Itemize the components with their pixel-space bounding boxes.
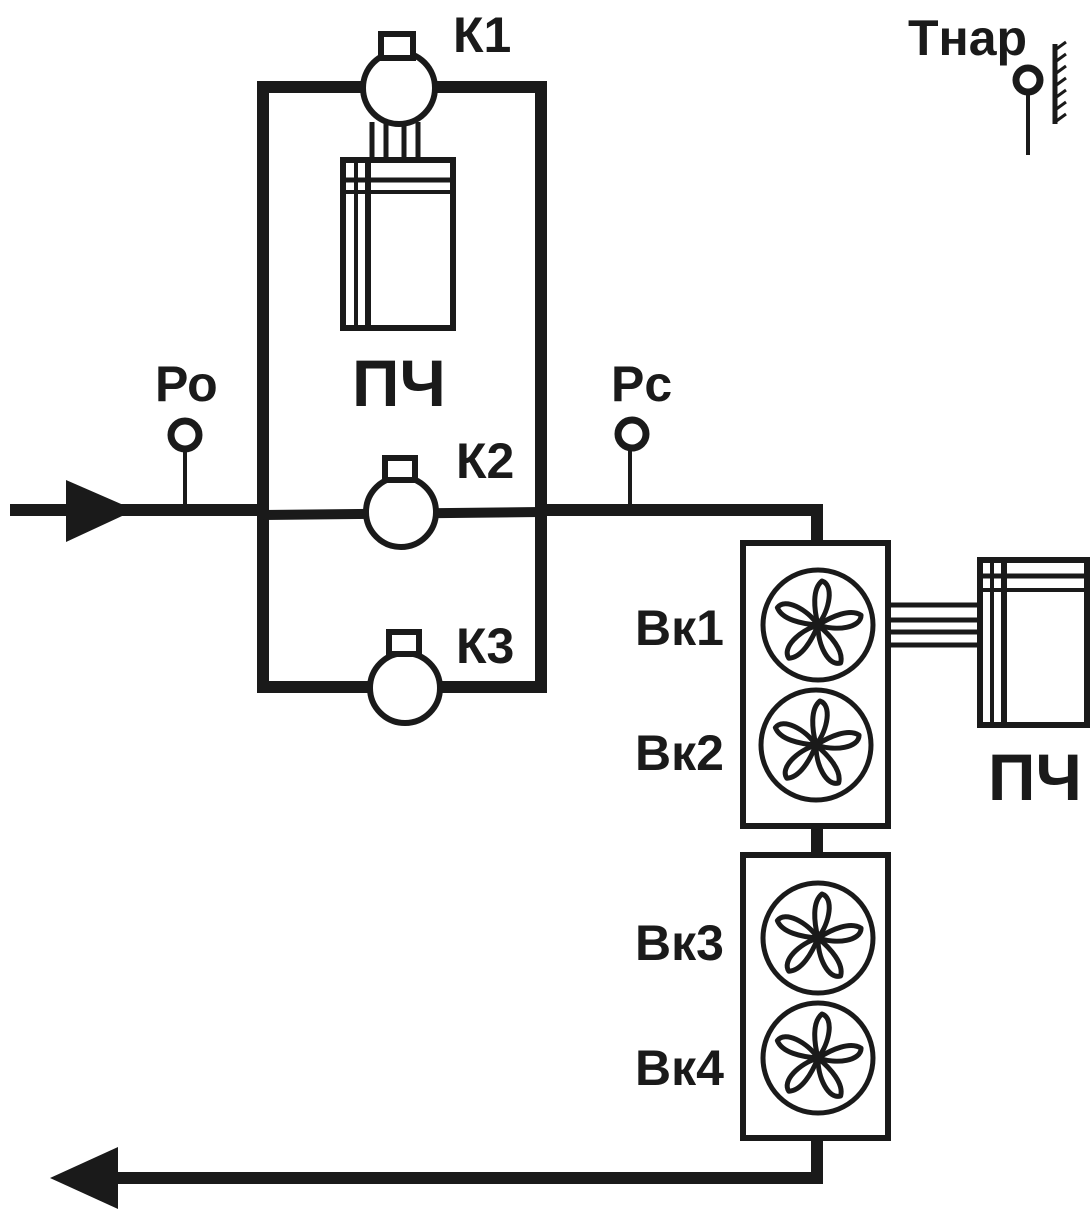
label-pc: Рс: [611, 356, 672, 412]
vfd-right-icon: [977, 557, 1090, 728]
label-pch-right: ПЧ: [988, 740, 1082, 814]
k1-shaft: [369, 122, 421, 160]
label-vk4: Вк4: [635, 1040, 724, 1096]
fan-vk3-icon: [763, 883, 873, 993]
outdoor-temp-sensor-icon: [1012, 40, 1067, 155]
label-k3: К3: [456, 618, 514, 674]
inlet-arrow-icon: [66, 480, 135, 542]
outlet-arrow-icon: [50, 1147, 118, 1209]
label-k1: К1: [453, 7, 511, 63]
po-sensor: [167, 417, 203, 510]
fan-vfd-link: [888, 602, 980, 648]
label-vk1: Вк1: [635, 600, 724, 656]
discharge-line: [541, 504, 823, 546]
label-po: Ро: [155, 356, 218, 412]
fan-vk2-icon: [761, 690, 871, 800]
vfd-top-icon: [340, 157, 456, 331]
pc-sensor: [614, 416, 650, 510]
fan-vk1-icon: [763, 570, 873, 680]
fan-vk4-icon: [763, 1003, 873, 1113]
label-vk3: Вк3: [635, 915, 724, 971]
compressor-k1: [360, 31, 438, 127]
compressor-k2: [363, 455, 439, 550]
label-pch-top: ПЧ: [352, 346, 446, 420]
return-line: [110, 1138, 823, 1184]
label-k2: К2: [456, 433, 514, 489]
compressor-k3: [367, 629, 443, 726]
label-tnar: Тнар: [908, 10, 1027, 66]
label-vk2: Вк2: [635, 725, 724, 781]
